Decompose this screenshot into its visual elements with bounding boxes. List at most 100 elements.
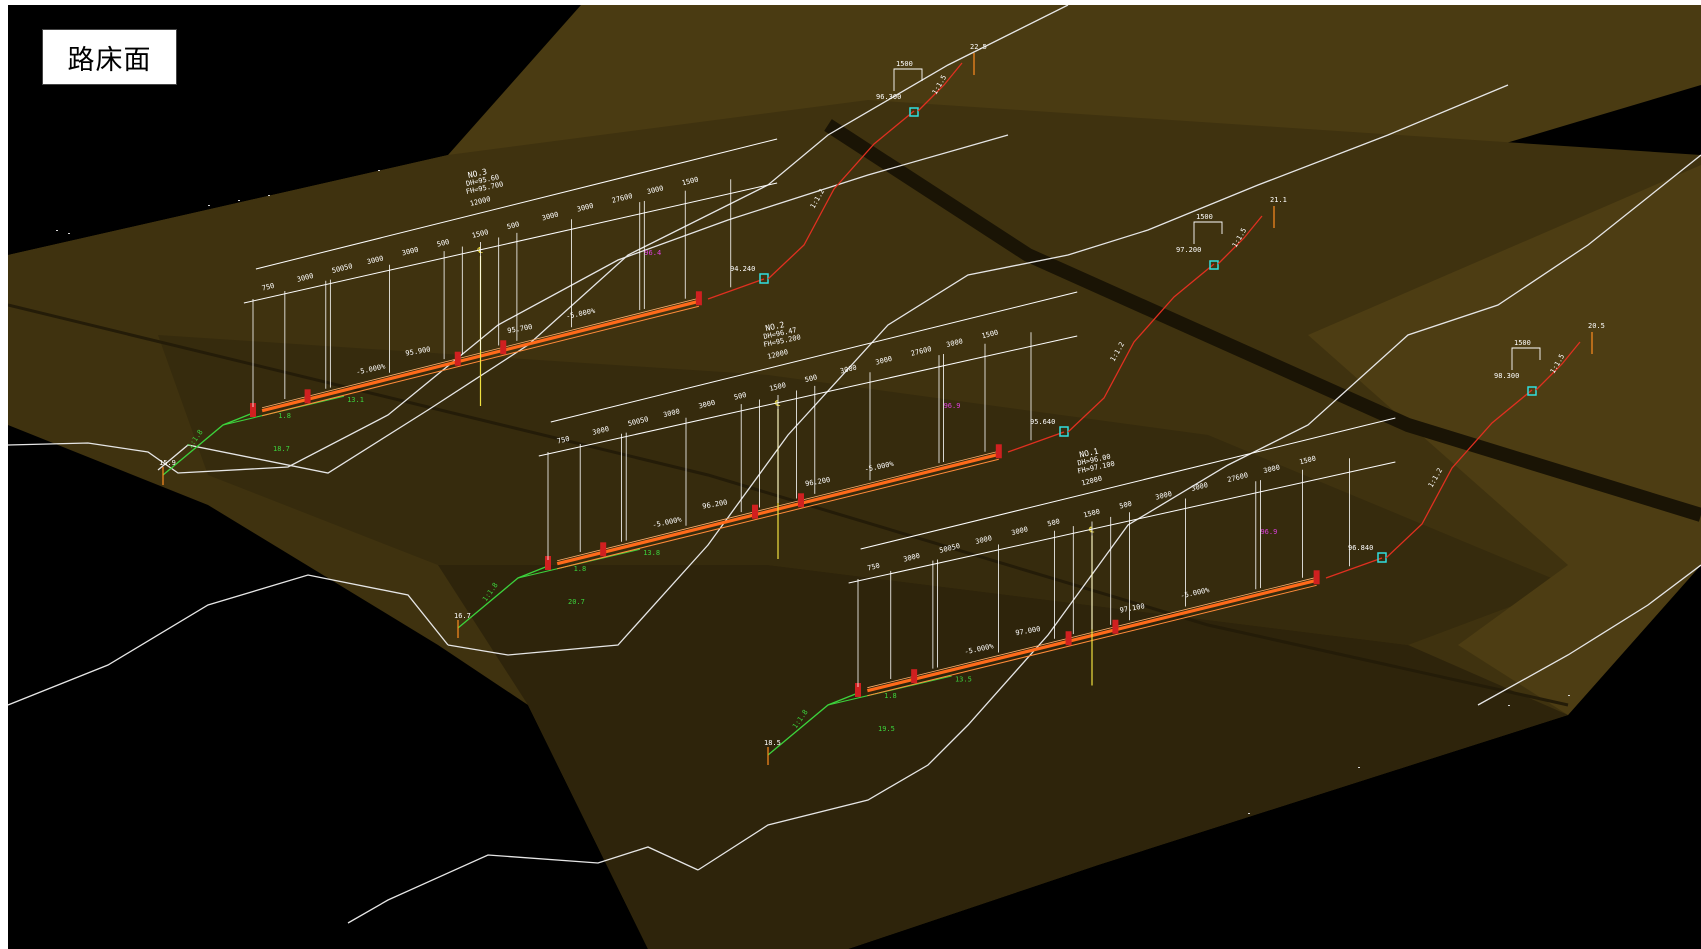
- curb-block: [250, 403, 256, 417]
- upper-cut-slope: [1217, 215, 1263, 265]
- dot: [56, 230, 58, 231]
- upper-ditch-box: [1209, 260, 1219, 270]
- dot: [1508, 705, 1510, 706]
- section-no3: 15.91:1.8℄750300050050300030005001500500…: [159, 43, 987, 485]
- fill-label-b: 13.8: [643, 549, 660, 557]
- curb-block: [454, 351, 461, 366]
- groove-line-lower: [8, 303, 1569, 707]
- upper-ditch-box: [1527, 386, 1537, 396]
- upper-bench-elevation: 98.300: [1494, 372, 1519, 380]
- fill-label-c: 18.7: [273, 445, 290, 453]
- stake-left-label: 16.7: [454, 612, 471, 620]
- dimension-label: 3000: [401, 246, 419, 258]
- cut-slope-line: [767, 110, 915, 280]
- section-no1: 18.51:1.8℄750300050050300030005001500500…: [764, 322, 1605, 765]
- section-name: NO.1: [1079, 447, 1100, 460]
- dimension-label: 3000: [296, 272, 314, 284]
- upper-ditch-box: [909, 107, 919, 117]
- dot: [268, 195, 270, 196]
- upper-bench-elevation: 96.300: [876, 93, 901, 101]
- fill-label-b: 13.5: [955, 676, 972, 684]
- dimension-label: 500: [506, 220, 520, 231]
- dimension-label: 3000: [875, 355, 893, 367]
- upper-ditch-dimension: [1511, 347, 1541, 370]
- dimension-label: 3000: [1011, 525, 1029, 537]
- dimension-label: 3000: [1191, 481, 1209, 493]
- section-name: NO.3: [467, 167, 488, 180]
- fill-label-c: 20.7: [568, 598, 585, 606]
- ditch-approach: [1325, 557, 1383, 579]
- dimension-label: 3000: [903, 552, 921, 564]
- dot: [68, 233, 70, 234]
- curb-block: [1313, 570, 1320, 585]
- dimension-label: 500: [1119, 500, 1133, 511]
- dimension-label: 1500: [681, 175, 699, 187]
- dimension-label: 3000: [839, 364, 857, 376]
- cut-slope-line: [1385, 389, 1533, 559]
- dot: [208, 205, 210, 206]
- curb-block: [1065, 631, 1072, 646]
- curb-block: [855, 683, 861, 697]
- road-bed-3d-view: 15.91:1.8℄750300050050300030005001500500…: [8, 5, 1701, 949]
- dimension-label: 750: [556, 435, 570, 446]
- magenta-label: 96.9: [944, 402, 961, 410]
- dimension-line-lower: [243, 182, 778, 304]
- stake-right-label: 21.1: [1270, 196, 1287, 204]
- surface-mid-band: [158, 335, 1568, 645]
- terrain-line-1: [157, 5, 1069, 474]
- upper-ditch-width: 1500: [1196, 213, 1213, 221]
- stake-left-label: 18.5: [764, 739, 781, 747]
- dimension-label: 500: [733, 391, 747, 402]
- terrain-line-3: [447, 84, 1509, 656]
- terrain-lines: [8, 5, 1701, 924]
- curb-block: [304, 389, 311, 404]
- dimension-label: 500: [804, 373, 818, 384]
- curb-block: [600, 542, 607, 557]
- dimension-label: 3000: [541, 211, 559, 223]
- curb-block: [1112, 619, 1119, 634]
- scattered-points: [56, 170, 1570, 814]
- curb-block: [695, 291, 702, 306]
- curb-block: [500, 340, 507, 355]
- centerline-symbol: ℄: [477, 246, 484, 255]
- dimension-label: 500: [436, 238, 450, 249]
- fill-label-c: 19.5: [878, 725, 895, 733]
- upper-cut-slope: [917, 62, 963, 112]
- dimension-label: 3000: [576, 202, 594, 214]
- dimension-label: 3000: [1263, 463, 1281, 475]
- upper-ditch-dimension: [1193, 221, 1223, 244]
- dimension-label: 1500: [471, 228, 489, 240]
- dimension-label: 750: [867, 562, 881, 573]
- dimension-label: 750: [261, 282, 275, 293]
- cut-slope-line: [1067, 263, 1215, 433]
- fill-label-b: 13.1: [347, 396, 364, 404]
- surface-lower-band: [438, 565, 1568, 949]
- dimension-label: 3000: [975, 534, 993, 546]
- fill-label-a: 1.8: [574, 565, 587, 573]
- dimension-label: 3000: [662, 407, 680, 419]
- dimension-label: 3000: [366, 254, 384, 266]
- dimension-label: 1500: [1083, 508, 1101, 520]
- stake-left-label: 15.9: [159, 459, 176, 467]
- magenta-label: 96.9: [1260, 528, 1277, 536]
- section-name: NO.2: [765, 320, 786, 333]
- dot: [238, 200, 240, 201]
- groove-line-upper: [824, 119, 1701, 522]
- upper-ditch-dimension: [893, 68, 923, 91]
- curb-block: [995, 444, 1002, 459]
- dimension-label: 1500: [981, 328, 999, 340]
- stake-right-label: 20.5: [1588, 322, 1605, 330]
- ditch-approach: [1007, 431, 1065, 453]
- dot: [1568, 695, 1570, 696]
- terrain-line-6: [347, 846, 699, 924]
- dimension-line-upper: [550, 291, 1078, 423]
- upper-ditch-width: 1500: [1514, 339, 1531, 347]
- dimension-label: 1500: [1299, 455, 1317, 467]
- dimension-label: 3000: [698, 399, 716, 411]
- ditch-elevation: 96.840: [1348, 544, 1373, 552]
- ditch-elevation: 94.240: [730, 265, 755, 273]
- dimension-label: 3000: [945, 337, 963, 349]
- surface-right-flank: [1308, 165, 1701, 715]
- dimension-line-lower: [848, 461, 1396, 584]
